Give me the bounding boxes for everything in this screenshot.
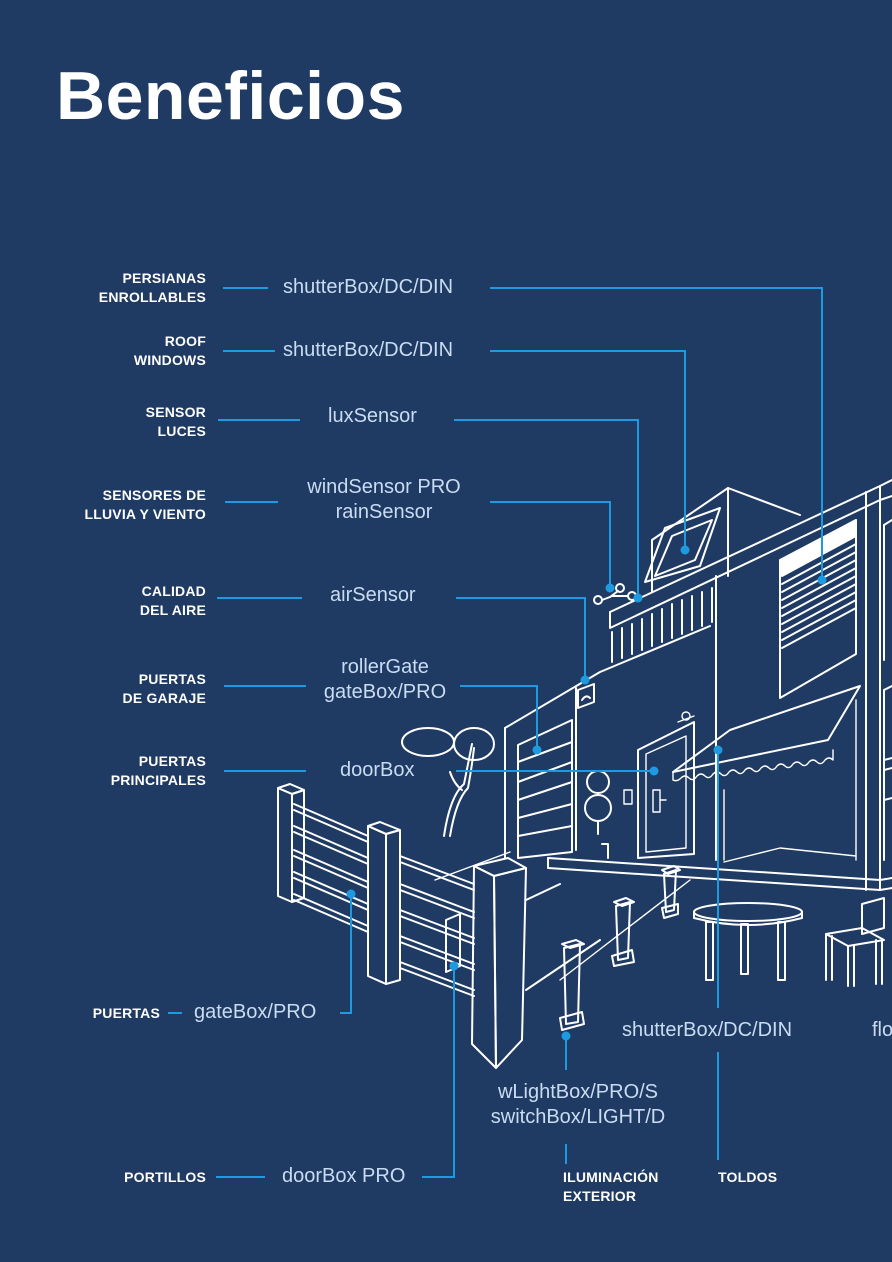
connector-toldos xyxy=(713,745,723,1160)
connector-lluvia-viento xyxy=(225,501,615,593)
product-toldos: shutterBox/DC/DIN xyxy=(622,1019,793,1041)
patio-table xyxy=(693,902,803,981)
category-puertas: PUERTAS xyxy=(92,1005,160,1021)
product-puertas: gateBox/PRO xyxy=(194,1001,317,1023)
patio-chair xyxy=(825,897,885,987)
product-persianas: shutterBox/DC/DIN xyxy=(283,276,454,298)
roof-window xyxy=(644,507,721,583)
connector-puertas xyxy=(168,889,356,1014)
connector-iluminacion xyxy=(561,1031,571,1164)
page-title: Beneficios xyxy=(56,58,405,134)
connector-principales xyxy=(224,766,659,776)
building-top-floor xyxy=(609,479,892,891)
fence xyxy=(277,783,601,1069)
connector-portillos xyxy=(216,961,459,1178)
air-sensor-device xyxy=(577,683,595,709)
connector-sensor-luces xyxy=(218,419,643,603)
connector-calidad-aire xyxy=(217,597,590,685)
awning xyxy=(672,685,861,861)
product-sensor-luces: luxSensor xyxy=(328,405,417,427)
connector-roof-windows xyxy=(223,350,690,555)
roller-shutter-window xyxy=(779,519,857,699)
product-calidad-aire: airSensor xyxy=(330,584,416,606)
product-floor-cut: flo xyxy=(872,1019,892,1041)
connector-persianas xyxy=(223,287,827,585)
front-door xyxy=(623,711,695,859)
product-principales: doorBox xyxy=(340,759,415,781)
terrace-floor xyxy=(434,847,892,981)
category-portillos: PORTILLOS xyxy=(124,1169,206,1185)
connector-garaje xyxy=(224,685,542,755)
category-toldos: TOLDOS xyxy=(718,1169,778,1185)
tree xyxy=(401,727,495,837)
product-portillos: doorBox PRO xyxy=(282,1165,406,1187)
garden-lamps xyxy=(559,865,681,1031)
side-wall-windows xyxy=(883,519,892,861)
product-roof-windows: shutterBox/DC/DIN xyxy=(283,339,454,361)
